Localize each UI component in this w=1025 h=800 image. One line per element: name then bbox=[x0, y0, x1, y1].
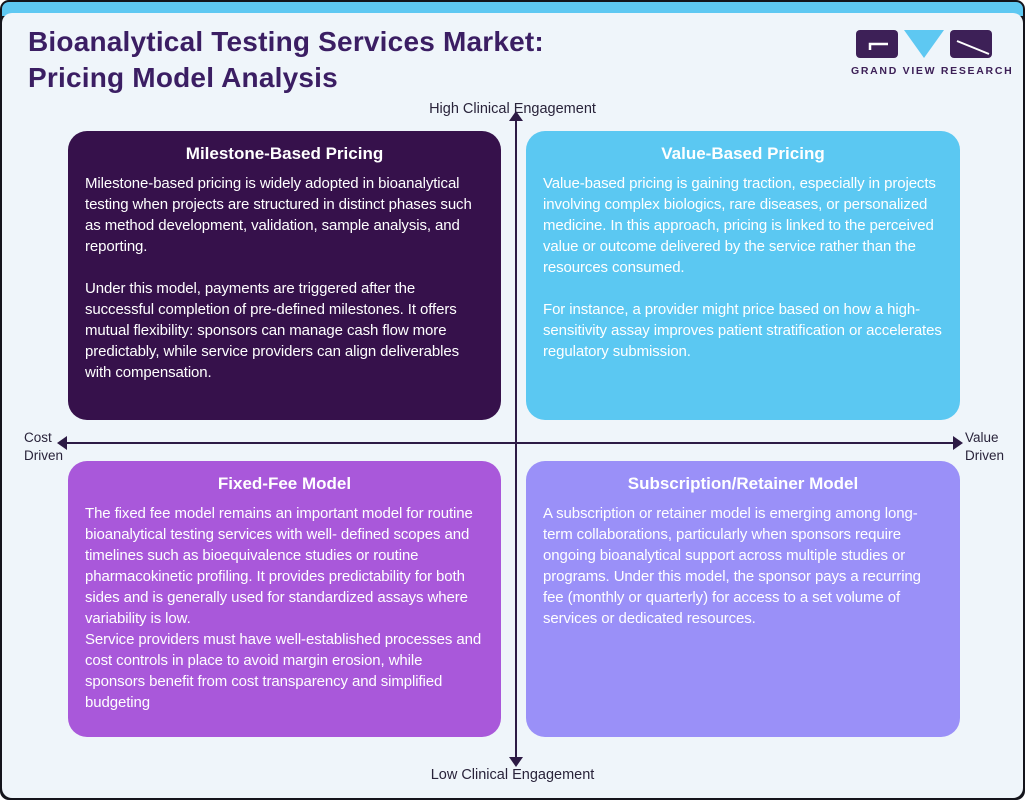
axis-label-cost-driven-line2: Driven bbox=[24, 447, 64, 463]
quadrant-title: Milestone-Based Pricing bbox=[185, 144, 384, 163]
horizontal-axis-line bbox=[66, 442, 954, 444]
quadrant-paragraph: Service providers must have well-establi… bbox=[85, 631, 482, 711]
quadrant-body: The fixed fee model remains an important… bbox=[68, 503, 501, 713]
axis-label-cost-driven: Cost Driven bbox=[24, 429, 63, 464]
quadrant-value-based-pricing: Value-Based Pricing Value-based pricing … bbox=[526, 131, 960, 420]
quadrant-body: Milestone-based pricing is widely adopte… bbox=[68, 173, 501, 383]
gvr-logo-text: GRAND VIEW RESEARCH bbox=[851, 65, 1014, 77]
quadrant-paragraph: Value-based pricing is gaining traction,… bbox=[543, 175, 936, 276]
quadrant-paragraph: For instance, a provider might price bas… bbox=[543, 301, 942, 360]
quadrant-title: Fixed-Fee Model bbox=[217, 474, 352, 493]
quadrant-paragraph: A subscription or retainer model is emer… bbox=[543, 505, 921, 627]
quadrant-paragraph: The fixed fee model remains an important… bbox=[85, 505, 473, 627]
top-accent-bar bbox=[2, 2, 1023, 16]
page-title: Bioanalytical Testing Services Market: P… bbox=[28, 24, 544, 96]
arrow-down-icon bbox=[509, 757, 523, 767]
arrow-up-icon bbox=[509, 111, 523, 121]
axis-label-high-clinical-engagement: High Clinical Engagement bbox=[429, 101, 596, 117]
axis-label-low-clinical-engagement: Low Clinical Engagement bbox=[430, 767, 595, 783]
quadrant-subscription-retainer-model: Subscription/Retainer Model A subscripti… bbox=[526, 461, 960, 737]
axis-label-value: Value bbox=[965, 430, 999, 445]
axis-label-value-driven: Value Driven bbox=[965, 429, 1004, 464]
quadrant-title: Value-Based Pricing bbox=[661, 144, 825, 163]
arrow-left-icon bbox=[57, 436, 67, 450]
quadrant-fixed-fee-model: Fixed-Fee Model The fixed fee model rema… bbox=[68, 461, 501, 737]
quadrant-milestone-based-pricing: Milestone-Based Pricing Milestone-based … bbox=[68, 131, 501, 420]
quadrant-paragraph: Under this model, payments are triggered… bbox=[85, 280, 460, 381]
quadrant-body: A subscription or retainer model is emer… bbox=[526, 503, 960, 629]
page-title-line1: Bioanalytical Testing Services Market: bbox=[28, 26, 544, 57]
vertical-axis-line bbox=[515, 120, 517, 760]
gvr-logo: GRAND VIEW RESEARCH bbox=[851, 28, 1014, 77]
arrow-right-icon bbox=[953, 436, 963, 450]
quadrant-title: Subscription/Retainer Model bbox=[627, 474, 859, 493]
axis-label-value-driven-line2: Driven bbox=[965, 447, 1005, 463]
quadrant-paragraph: Milestone-based pricing is widely adopte… bbox=[85, 175, 472, 255]
page-title-line2: Pricing Model Analysis bbox=[28, 61, 338, 93]
gvr-logo-icon bbox=[856, 30, 992, 58]
quadrant-body: Value-based pricing is gaining traction,… bbox=[526, 173, 960, 362]
axis-label-cost: Cost bbox=[24, 430, 52, 445]
